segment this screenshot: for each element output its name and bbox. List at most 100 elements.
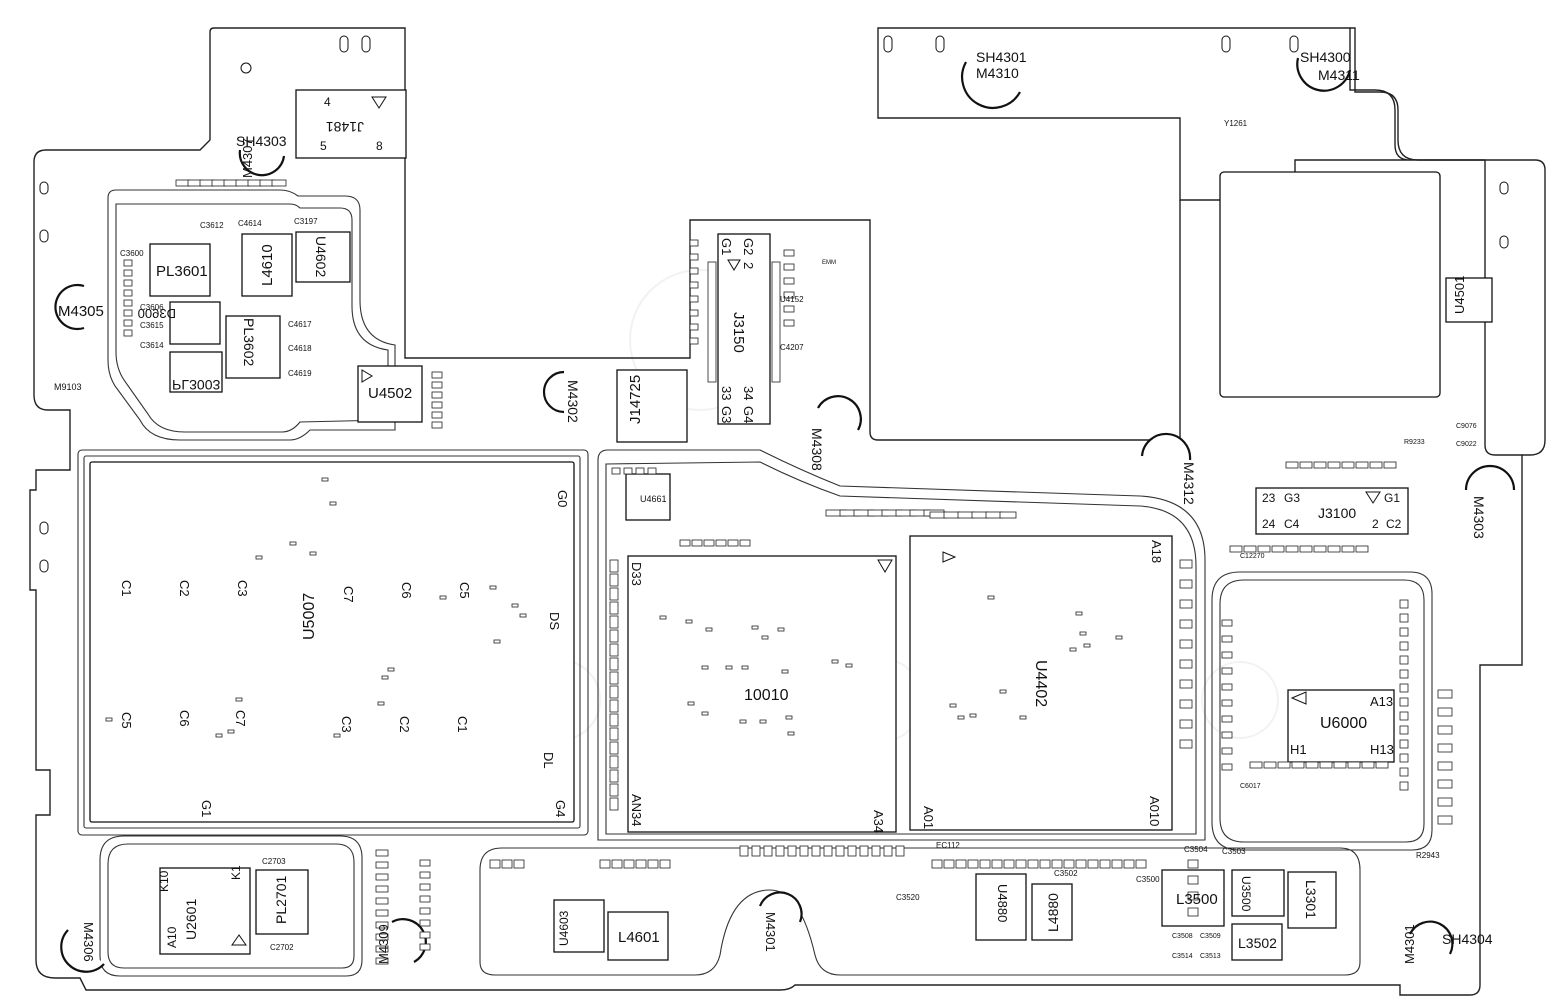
smd-pad [943,859,955,869]
smd-pad [1399,781,1409,791]
label-c7b: C7 [233,710,248,727]
label-a34: A34 [871,810,886,833]
label-c2702: C2702 [270,943,294,952]
smd-pad [609,797,619,811]
right-shield [1211,571,1433,851]
smd-pad [1299,545,1313,553]
u2601-chip [159,867,251,955]
label-m4307: M4307 [240,138,255,178]
smd-pad [419,859,431,867]
smd-pad [1341,545,1355,553]
smd-pad [1179,559,1193,569]
smd-pad [321,477,329,482]
label-m4308: M4308 [809,428,825,471]
smd-pad [1291,761,1305,769]
smd-pad [609,713,619,727]
label-a01: A01 [921,806,936,829]
smd-pad [1221,731,1233,739]
smd-pad [431,421,443,429]
smd-pad [831,659,839,664]
label-j3100-g3: G3 [1284,491,1300,505]
smd-pad [1341,461,1355,469]
label-l3301: L3301 [1303,880,1319,919]
label-j3150-p33: 33 [719,386,734,400]
smd-pad [883,845,893,857]
smd-pad [739,719,747,724]
smd-pad [519,613,527,618]
smd-pad [787,731,795,736]
smd-pad [489,859,501,869]
smd-pad [1039,859,1051,869]
smd-pad [1313,461,1327,469]
slots [39,35,1509,573]
u4880-chip [975,873,1027,941]
smd-pad [895,845,905,857]
smd-pad [1355,545,1369,553]
smd-pad [431,411,443,419]
smd-pad [775,845,785,857]
label-c9022: C9022 [1456,441,1477,448]
smd-pad [1063,859,1075,869]
u4661-chip [625,473,671,521]
smd-pad [375,849,389,857]
label-c4617: C4617 [288,320,312,329]
smd-pad [703,539,715,547]
smd-pad [333,733,341,738]
smd-pad [931,859,943,869]
smd-pad [375,909,389,917]
label-j3100: J3100 [1318,505,1356,521]
smd-pad [439,595,447,600]
smd-pad [123,269,133,277]
smd-pad [271,179,287,187]
label-a13: A13 [1370,694,1393,709]
u4602-chip [295,231,351,283]
smd-pad [1263,761,1277,769]
u4501-chip [1445,277,1493,323]
smd-pad [381,675,389,680]
smd-pad [847,845,857,857]
smd-pad [781,669,789,674]
smd-pad [123,289,133,297]
label-c3197: C3197 [294,217,318,226]
label-c9076: C9076 [1456,423,1477,430]
smd-pad [1327,545,1341,553]
right-board-outline [1350,27,1546,456]
label-c4619: C4619 [288,369,312,378]
smd-pad [419,919,431,927]
smd-pad [123,279,133,287]
smd-pad [689,267,699,275]
smd-pad [123,259,133,267]
label-c12270: C12270 [1240,553,1265,560]
bottom-shield [479,847,1361,976]
smd-pad [1179,699,1193,709]
label-c3513: C3513 [1200,953,1221,960]
smd-pad [1319,761,1333,769]
label-u4502: U4502 [368,385,412,402]
smd-pad [859,845,869,857]
label-c4614: C4614 [238,219,262,228]
label-d33: D33 [629,562,644,586]
smd-pad [511,603,519,608]
smd-pad [1179,619,1193,629]
smd-pad [1437,689,1453,699]
j1481-outline [295,89,407,159]
label-c3502: C3502 [1054,869,1078,878]
label-c2b: C2 [397,716,412,733]
label-pl3601: PL3601 [156,263,208,280]
smd-pad [1277,761,1291,769]
smd-pad [689,239,699,247]
smd-pad [635,859,647,869]
smd-pad [725,665,733,670]
smd-pad [1221,651,1233,659]
label-m4306: M4306 [81,922,96,962]
smd-pad [751,625,759,630]
smd-pad [235,697,243,702]
label-c3612: C3612 [200,221,224,230]
smd-pad [123,329,133,337]
soc-10010-chip [627,555,897,833]
smd-pad [1003,859,1015,869]
smd-pad [689,253,699,261]
smd-pad [761,635,769,640]
label-c1a: C1 [119,580,134,597]
